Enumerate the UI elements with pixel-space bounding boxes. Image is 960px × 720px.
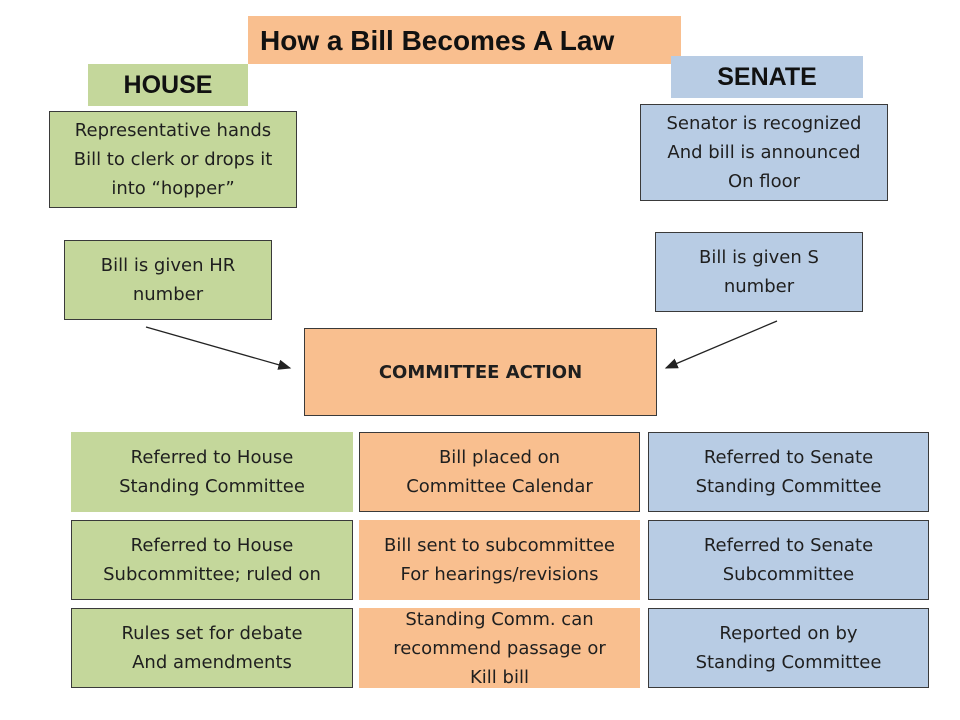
house-standing-committee: Referred to House Standing Committee <box>71 432 353 512</box>
committee-calendar: Bill placed on Committee Calendar <box>359 432 640 512</box>
subcommittee-hearings: Bill sent to subcommittee For hearings/r… <box>359 520 640 600</box>
committee-action-box: COMMITTEE ACTION <box>304 328 657 416</box>
house-arrow <box>145 326 292 370</box>
senate-standing-committee: Referred to Senate Standing Committee <box>648 432 929 512</box>
senate-step-introduce: Senator is recognized And bill is announ… <box>640 104 888 201</box>
house-step-number: Bill is given HR number <box>64 240 272 320</box>
house-step-introduce: Representative hands Bill to clerk or dr… <box>49 111 297 208</box>
senate-reported: Reported on by Standing Committee <box>648 608 929 688</box>
senate-subcommittee: Referred to Senate Subcommittee <box>648 520 929 600</box>
senate-heading: SENATE <box>671 56 863 98</box>
senate-step-number: Bill is given S number <box>655 232 863 312</box>
senate-arrow <box>664 320 778 369</box>
standing-committee-recommend: Standing Comm. can recommend passage or … <box>359 608 640 688</box>
page-title: How a Bill Becomes A Law <box>248 16 681 64</box>
house-rules-debate: Rules set for debate And amendments <box>71 608 353 688</box>
house-heading: HOUSE <box>88 64 248 106</box>
house-subcommittee: Referred to House Subcommittee; ruled on <box>71 520 353 600</box>
